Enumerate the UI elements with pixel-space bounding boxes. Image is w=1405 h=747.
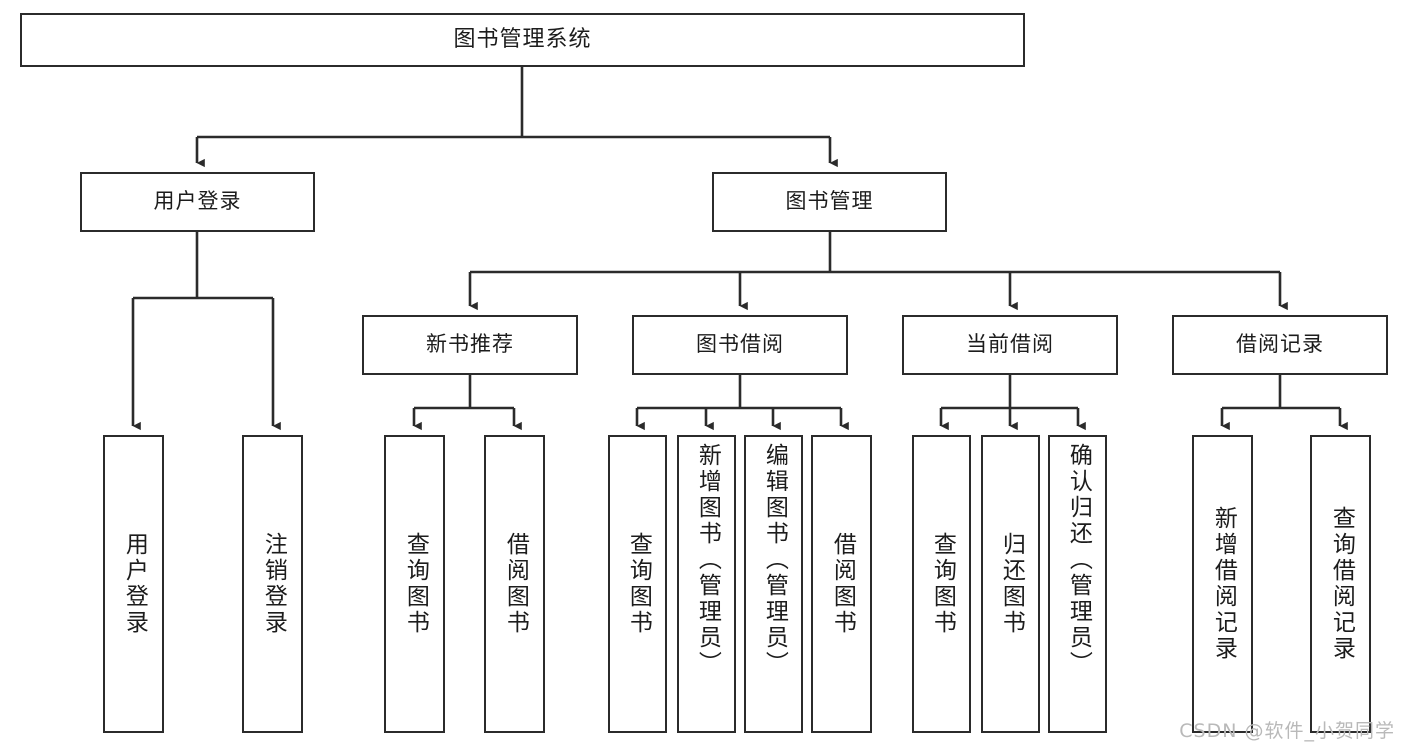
leaf-book-borrow-borrow-book[interactable]: 借阅图书	[811, 435, 872, 733]
node-borrow-record[interactable]: 借阅记录	[1172, 315, 1388, 375]
node-label: 借阅图书	[502, 532, 529, 636]
node-label: 查询借阅记录	[1328, 506, 1355, 662]
node-label: 图书管理系统	[453, 26, 592, 52]
leaf-user-login-signin[interactable]: 用户登录	[103, 435, 164, 733]
leaf-user-login-signout[interactable]: 注销登录	[242, 435, 303, 733]
leaf-new-book-query-book[interactable]: 查询图书	[384, 435, 445, 733]
leaf-current-borrow-return-book[interactable]: 归还图书	[981, 435, 1040, 733]
node-root-book-management-system[interactable]: 图书管理系统	[20, 13, 1025, 67]
leaf-borrow-record-query-record[interactable]: 查询借阅记录	[1310, 435, 1371, 733]
node-label: 用户登录	[153, 189, 242, 214]
leaf-borrow-record-add-record[interactable]: 新增借阅记录	[1192, 435, 1253, 733]
node-label: 借阅图书	[829, 532, 856, 636]
leaf-new-book-borrow-book[interactable]: 借阅图书	[484, 435, 545, 733]
node-label: 查询图书	[929, 532, 956, 636]
node-label: 用户登录	[121, 532, 148, 636]
node-label: 借阅记录	[1236, 332, 1324, 357]
leaf-current-borrow-query-book[interactable]: 查询图书	[912, 435, 971, 733]
node-label: 新书推荐	[426, 332, 514, 357]
node-label: 编辑图书（管理员）	[761, 443, 788, 677]
node-label: 查询图书	[625, 532, 652, 636]
node-label: 新增借阅记录	[1210, 506, 1237, 662]
node-current-borrow[interactable]: 当前借阅	[902, 315, 1118, 375]
node-label: 确认归还（管理员）	[1065, 443, 1092, 677]
node-label: 图书管理	[785, 189, 874, 214]
leaf-book-borrow-edit-book-admin[interactable]: 编辑图书（管理员）	[744, 435, 803, 733]
node-label: 新增图书（管理员）	[694, 443, 721, 677]
leaf-current-borrow-confirm-return-admin[interactable]: 确认归还（管理员）	[1048, 435, 1107, 733]
leaf-book-borrow-query-book[interactable]: 查询图书	[608, 435, 667, 733]
node-book-borrow[interactable]: 图书借阅	[632, 315, 848, 375]
watermark: CSDN @软件_小贺同学	[1179, 720, 1395, 742]
leaf-book-borrow-add-book-admin[interactable]: 新增图书（管理员）	[677, 435, 736, 733]
node-label: 查询图书	[402, 532, 429, 636]
node-book-management[interactable]: 图书管理	[712, 172, 947, 232]
node-new-book-recommend[interactable]: 新书推荐	[362, 315, 578, 375]
node-user-login[interactable]: 用户登录	[80, 172, 315, 232]
node-label: 当前借阅	[966, 332, 1054, 357]
node-label: 归还图书	[998, 532, 1025, 636]
node-label: 注销登录	[260, 532, 287, 636]
node-label: 图书借阅	[696, 332, 784, 357]
